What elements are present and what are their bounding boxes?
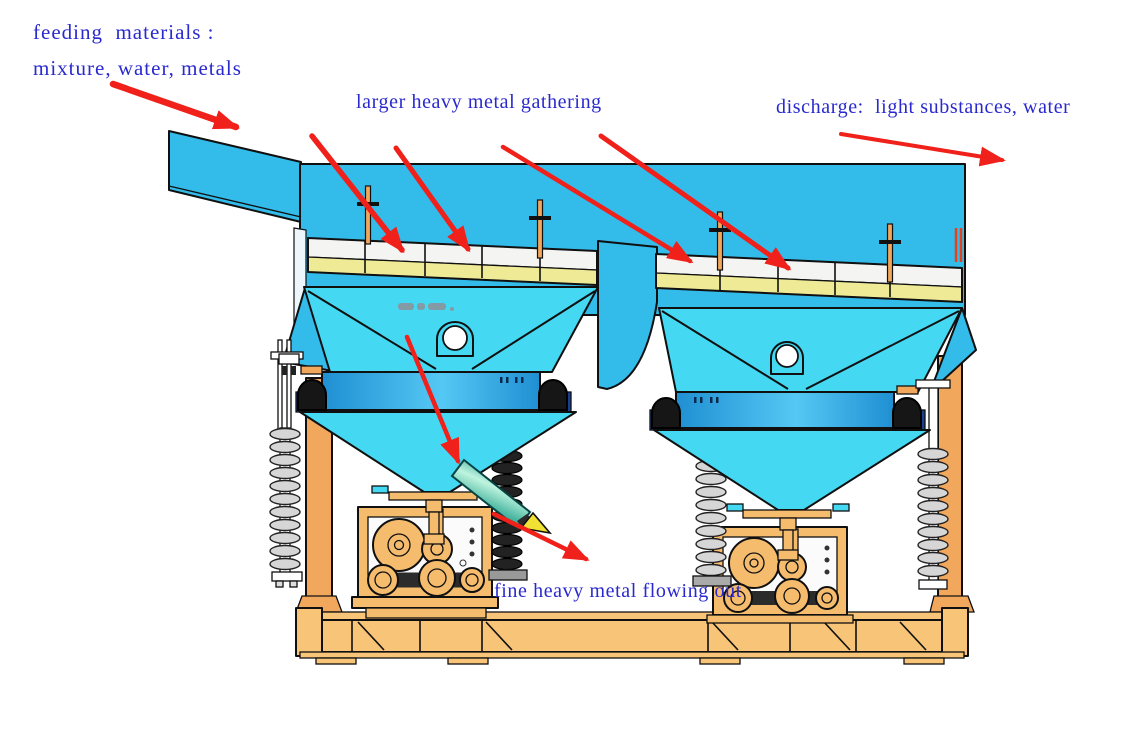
inspection-arch-left: [436, 321, 474, 357]
arrow-discharge: [839, 132, 1006, 167]
center-divider: [597, 240, 658, 390]
arrow-gathering-2: [393, 145, 471, 253]
spring-left-outer: [269, 339, 304, 588]
upper-hopper-left: [303, 286, 599, 373]
lower-hopper-right: [653, 429, 931, 561]
arrow-gathering-3: [500, 144, 694, 264]
rubber-tire: [538, 379, 568, 411]
arrow-fine-2: [491, 511, 590, 562]
upper-hopper-right: [658, 307, 963, 393]
feed-chute: [168, 130, 302, 223]
inspection-arch-right: [770, 341, 804, 375]
label-gathering: larger heavy metal gathering: [356, 91, 602, 113]
arrow-fine-1: [404, 334, 461, 465]
arrow-gathering-4: [598, 133, 792, 271]
label-feeding-line1: feeding materials :: [33, 20, 215, 44]
air-chamber-right: [649, 385, 926, 431]
arrow-gathering-1: [309, 133, 405, 254]
rubber-tire: [651, 397, 681, 429]
base-frame: [295, 607, 969, 665]
wing-bracket-left: [278, 353, 300, 375]
drive-unit-right: [706, 526, 854, 624]
spring-right-outer: [915, 379, 951, 590]
label-feeding-line2: mixture, water, metals: [33, 56, 242, 80]
spring-right-inner: [692, 459, 732, 587]
brand-logo-mark: [398, 303, 454, 311]
spring-left-inner: [488, 437, 528, 581]
rubber-tire: [297, 379, 327, 411]
rubber-tire: [892, 397, 922, 429]
arrow-feeding: [109, 80, 240, 131]
drive-unit-left: [351, 506, 499, 619]
label-fine-out: fine heavy metal flowing out: [494, 580, 742, 602]
side-wing-right: [929, 307, 977, 393]
label-discharge: discharge: light substances, water: [776, 96, 1071, 118]
